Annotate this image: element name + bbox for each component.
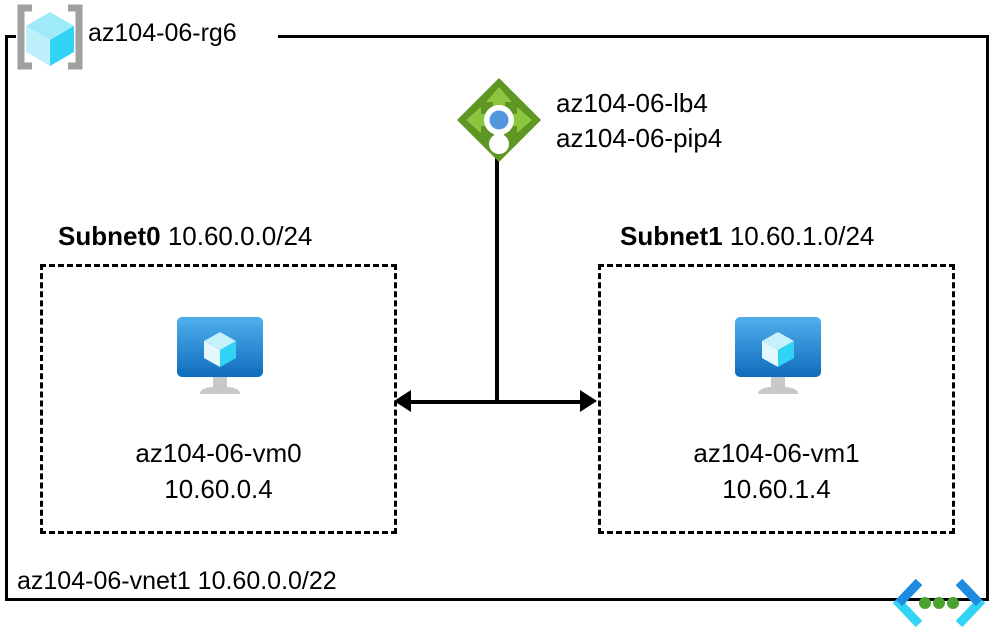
virtual-network-label: az104-06-vnet1 10.60.0.0/22 [17, 567, 337, 595]
border-gap-right [78, 22, 278, 48]
subnet-connector-line [398, 400, 592, 404]
virtual-machine-icon [172, 314, 268, 400]
virtual-machine-icon [730, 314, 826, 400]
virtual-network-icon [892, 578, 986, 628]
public-ip-name: az104-06-pip4 [556, 123, 723, 153]
vm0-ip: 10.60.0.4 [164, 474, 273, 504]
subnet1-vm-label: az104-06-vm1 10.60.1.4 [598, 435, 955, 507]
subnet0-title: Subnet0 10.60.0.0/24 [58, 221, 312, 252]
vm1-name: az104-06-vm1 [693, 438, 860, 468]
resource-group-label: az104-06-rg6 [88, 19, 237, 47]
load-balancer-name: az104-06-lb4 [556, 88, 708, 118]
arrow-head-right-icon [580, 390, 597, 412]
subnet0-name: Subnet0 [58, 221, 161, 251]
load-balancer-labels: az104-06-lb4 az104-06-pip4 [556, 86, 722, 156]
load-balancer-connector-line [495, 150, 499, 402]
subnet1-boundary [598, 264, 955, 534]
virtual-network-boundary [5, 35, 989, 601]
subnet1-name: Subnet1 [620, 221, 723, 251]
subnet0-boundary [40, 264, 397, 534]
load-balancer-icon [455, 76, 543, 168]
subnet0-cidr: 10.60.0.0/24 [167, 221, 313, 251]
subnet1-cidr: 10.60.1.0/24 [729, 221, 875, 251]
arrow-head-left-icon [394, 390, 411, 412]
vm1-ip: 10.60.1.4 [722, 474, 831, 504]
resource-group-cube-icon [14, 4, 86, 70]
subnet0-vm-label: az104-06-vm0 10.60.0.4 [40, 435, 397, 507]
vm0-name: az104-06-vm0 [135, 438, 302, 468]
subnet1-title: Subnet1 10.60.1.0/24 [620, 221, 874, 252]
